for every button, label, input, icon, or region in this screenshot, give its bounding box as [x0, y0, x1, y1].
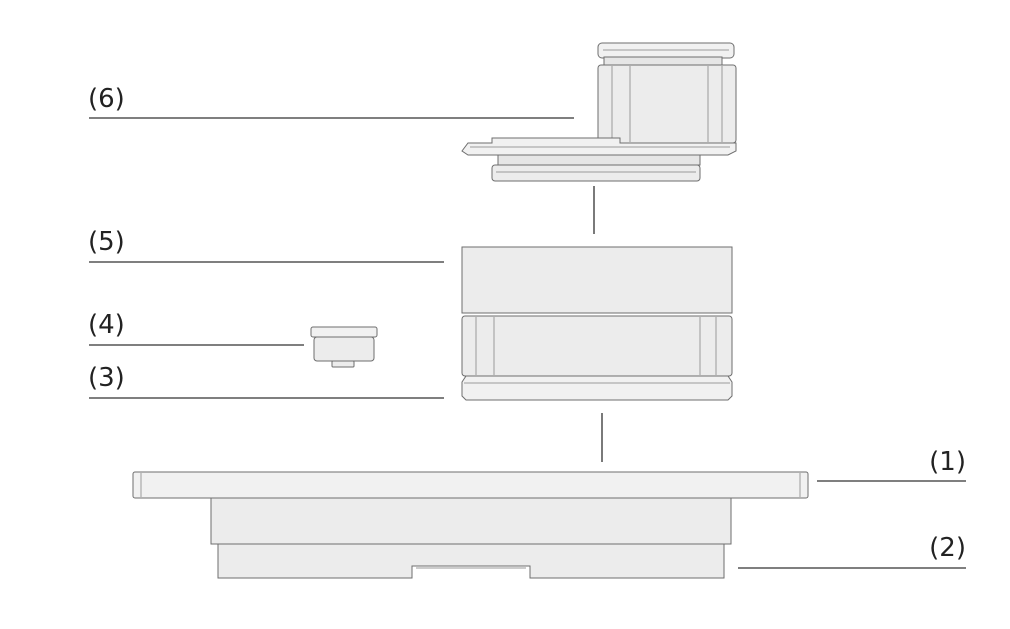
callout-label-2: (2)	[929, 533, 966, 563]
part-6-clamping-module	[461, 42, 737, 182]
callout-label-3: (3)	[88, 363, 125, 393]
callout-label-1: (1)	[929, 447, 966, 477]
part-4-pin	[310, 326, 378, 368]
callout-label-5: (5)	[88, 227, 125, 257]
part-3-lower-block	[461, 315, 733, 401]
part-5-upper-block	[461, 246, 733, 314]
callout-label-6: (6)	[88, 84, 125, 114]
part-1-base-plate	[132, 471, 809, 499]
part-2-base-body	[210, 497, 732, 579]
callout-label-4: (4)	[88, 310, 125, 340]
